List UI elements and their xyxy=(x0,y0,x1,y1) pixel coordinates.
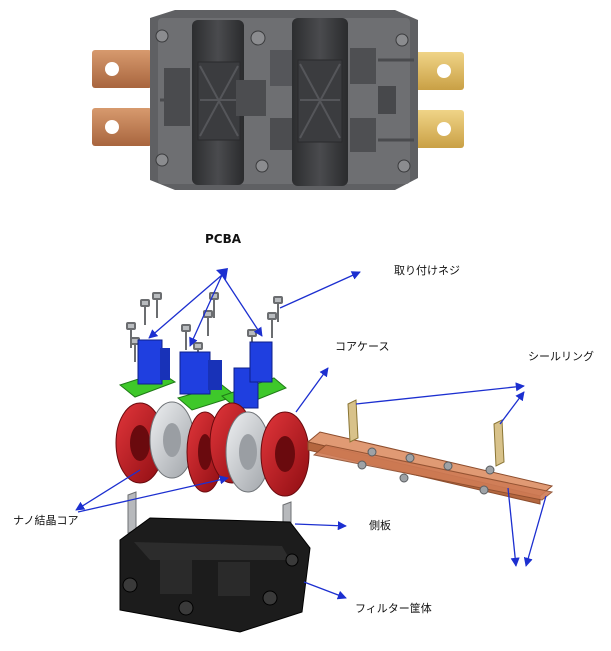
filter-housing xyxy=(119,517,311,633)
label-seal-ring: シールリング xyxy=(528,350,594,363)
label-side-plate: 側板 xyxy=(369,519,391,532)
label-core-case: コアケース xyxy=(335,340,390,353)
label-mounting-screw: 取り付けネジ xyxy=(394,264,460,277)
label-nanocrystalline-core: ナノ結晶コア xyxy=(13,514,79,527)
pcba-left xyxy=(118,339,177,398)
callout-arrows xyxy=(75,271,547,600)
pcba-right xyxy=(221,341,287,409)
left-copper-terminals xyxy=(92,50,152,146)
pcba-arrow-origin xyxy=(216,268,228,280)
label-filter-housing: フィルター筐体 xyxy=(355,602,432,615)
pcba-center xyxy=(176,351,238,411)
seal-rings xyxy=(347,399,505,467)
assembled-filter-photo xyxy=(92,10,464,190)
busbars xyxy=(306,431,554,505)
core-assembly xyxy=(115,401,310,497)
pcba-boards xyxy=(118,339,287,411)
label-pcba: PCBA xyxy=(205,232,242,246)
